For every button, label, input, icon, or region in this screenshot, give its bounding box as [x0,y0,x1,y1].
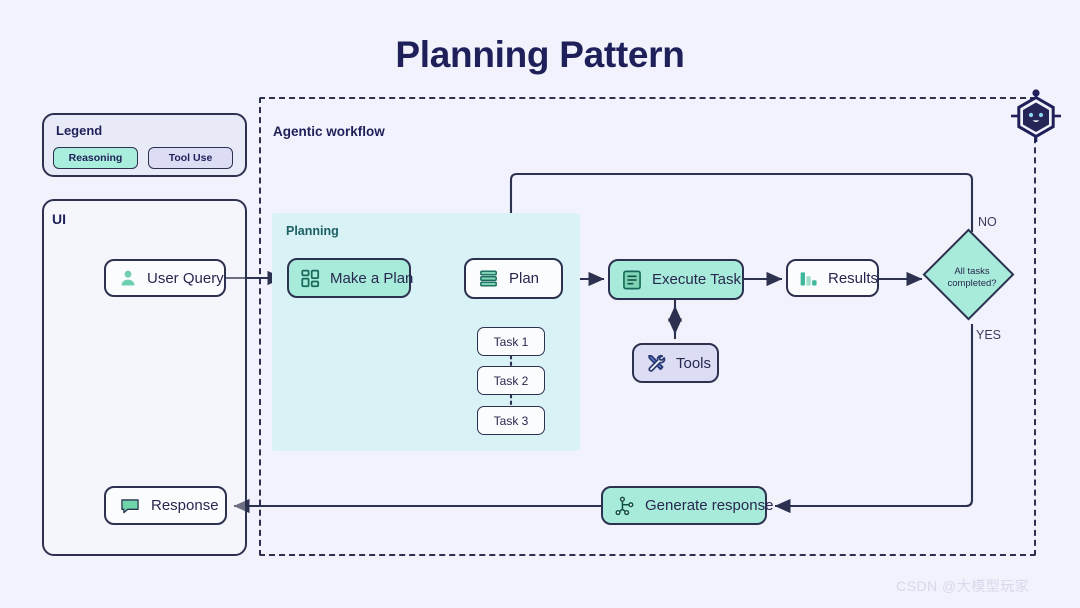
node-execute-task[interactable]: Execute Task [608,259,744,300]
task-item[interactable]: Task 1 [477,327,545,356]
legend-chip-tool-use: Tool Use [148,147,233,169]
decision-diamond-shape [922,228,1015,321]
legend-chip-reasoning: Reasoning [53,147,138,169]
node-execute-task-label: Execute Task [652,271,741,288]
ui-panel-label: UI [52,211,66,227]
agentic-workflow-region [259,97,1036,556]
hammer-wrench-icon [645,352,667,374]
node-response[interactable]: Response [104,486,227,525]
planning-region-label: Planning [286,224,339,238]
node-user-query[interactable]: User Query [104,259,226,297]
person-icon [118,268,138,288]
node-make-a-plan[interactable]: Make a Plan [287,258,414,298]
robot-hexagon-icon [1008,88,1064,149]
agentic-workflow-label: Agentic workflow [273,124,385,139]
node-results-label: Results [828,269,879,287]
node-generate-response-label: Generate response [645,497,774,514]
node-response-label: Response [151,497,219,514]
node-plan[interactable]: Plan [464,258,563,299]
node-make-a-plan-label: Make a Plan [330,269,414,287]
stacked-layers-icon [478,268,499,289]
node-plan-label: Plan [509,270,540,287]
bar-chart-icon [798,268,819,289]
edge-label-yes: YES [976,328,1002,342]
node-generate-response[interactable]: Generate response [601,486,773,525]
grid-dashboard-icon [300,268,321,289]
task-item[interactable]: Task 2 [477,366,545,395]
document-list-icon [621,269,643,291]
task-item[interactable]: Task 3 [477,406,545,435]
decision-all-tasks-completed[interactable]: All tasks completed? [922,228,1018,324]
watermark: CSDN @大模型玩家 [896,578,1030,594]
node-graph-icon [614,495,636,517]
legend-title: Legend [56,123,103,138]
edge-label-no: NO [978,215,997,229]
node-results[interactable]: Results [786,259,879,297]
node-tools[interactable]: Tools [632,343,719,383]
chat-bubble-icon [119,495,141,517]
node-tools-label: Tools [676,354,712,372]
node-user-query-label: User Query [147,269,224,287]
page-title: Planning Pattern [395,34,685,75]
